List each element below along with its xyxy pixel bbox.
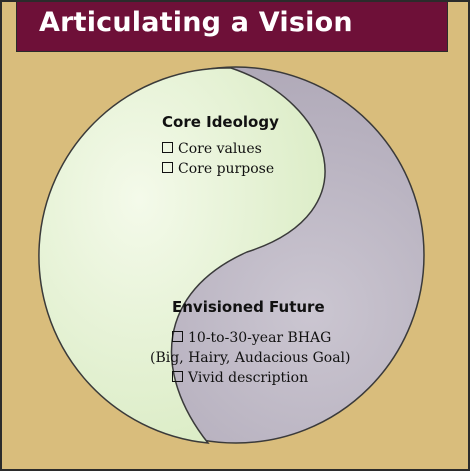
checkbox-icon (172, 331, 183, 342)
title-bar: Articulating a Vision (16, 2, 448, 52)
checkbox-icon (172, 371, 183, 382)
core-ideology-heading: Core Ideology (162, 113, 279, 131)
core-purpose-label: Core purpose (178, 161, 275, 177)
bhag-item: 10-to-30-year BHAG (172, 328, 351, 348)
diagram-title: Articulating a Vision (39, 7, 353, 38)
vivid-description-label: Vivid description (188, 370, 309, 386)
core-values-label: Core values (178, 141, 262, 157)
core-purpose-item: Core purpose (162, 159, 279, 179)
envisioned-future-heading: Envisioned Future (172, 298, 325, 316)
checkbox-icon (162, 142, 173, 153)
core-values-item: Core values (162, 139, 279, 159)
bhag-label: 10-to-30-year BHAG (188, 330, 332, 346)
core-ideology-region (38, 67, 326, 444)
vivid-description-item: Vivid description (172, 368, 351, 388)
envisioned-future-block: Envisioned Future 10-to-30-year BHAG (Bi… (150, 298, 351, 388)
core-ideology-block: Core Ideology Core values Core purpose (162, 113, 279, 179)
bhag-expansion: (Big, Hairy, Audacious Goal) (150, 350, 351, 366)
checkbox-icon (162, 162, 173, 173)
